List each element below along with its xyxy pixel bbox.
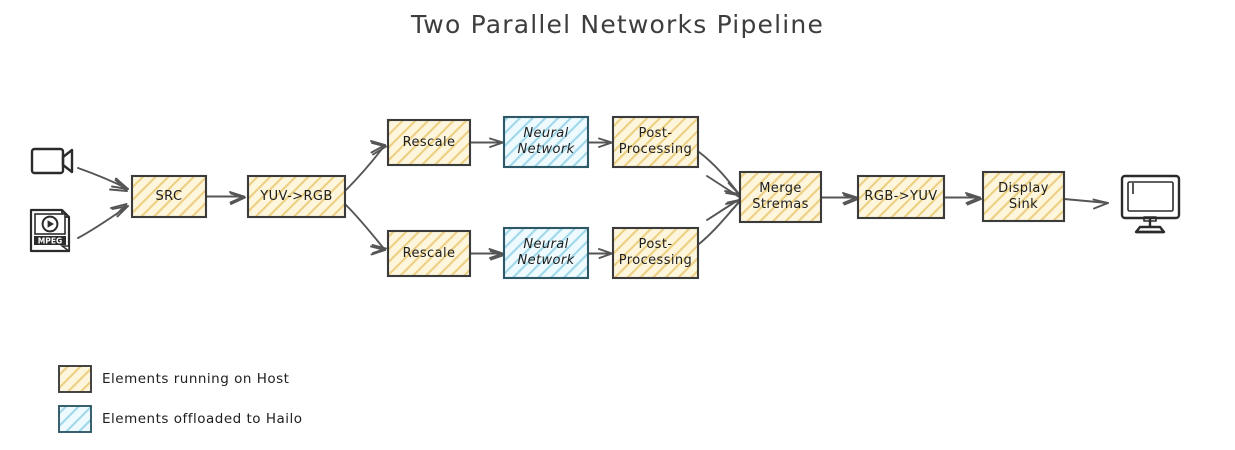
node-boxes bbox=[130, 115, 1066, 280]
node-box-merge bbox=[738, 170, 823, 224]
node-box-src bbox=[130, 174, 208, 219]
node-box-rescale-top bbox=[386, 118, 472, 167]
legend-label-host: Elements running on Host bbox=[102, 371, 290, 387]
legend-swatch-hailo bbox=[58, 405, 92, 433]
node-box-post-bot bbox=[611, 226, 700, 280]
legend-swatches bbox=[58, 365, 92, 433]
node-box-nn-bot bbox=[502, 226, 590, 280]
node-box-display bbox=[981, 170, 1066, 223]
legend-label-hailo: Elements offloaded to Hailo bbox=[102, 411, 303, 427]
node-box-nn-top bbox=[502, 115, 590, 169]
node-box-yuv2rgb bbox=[246, 174, 347, 219]
connector-arrows bbox=[77, 137, 1109, 261]
node-box-post-top bbox=[611, 115, 700, 169]
mpeg-file-icon: MPEG bbox=[29, 208, 71, 253]
node-box-rescale-bot bbox=[386, 229, 472, 278]
monitor-icon bbox=[1120, 174, 1181, 234]
camera-icon bbox=[30, 147, 74, 175]
legend-swatch-host bbox=[58, 365, 92, 393]
svg-text:MPEG: MPEG bbox=[38, 237, 63, 246]
node-box-rgb2yuv bbox=[856, 174, 946, 220]
page-title: Two Parallel Networks Pipeline bbox=[410, 10, 825, 39]
